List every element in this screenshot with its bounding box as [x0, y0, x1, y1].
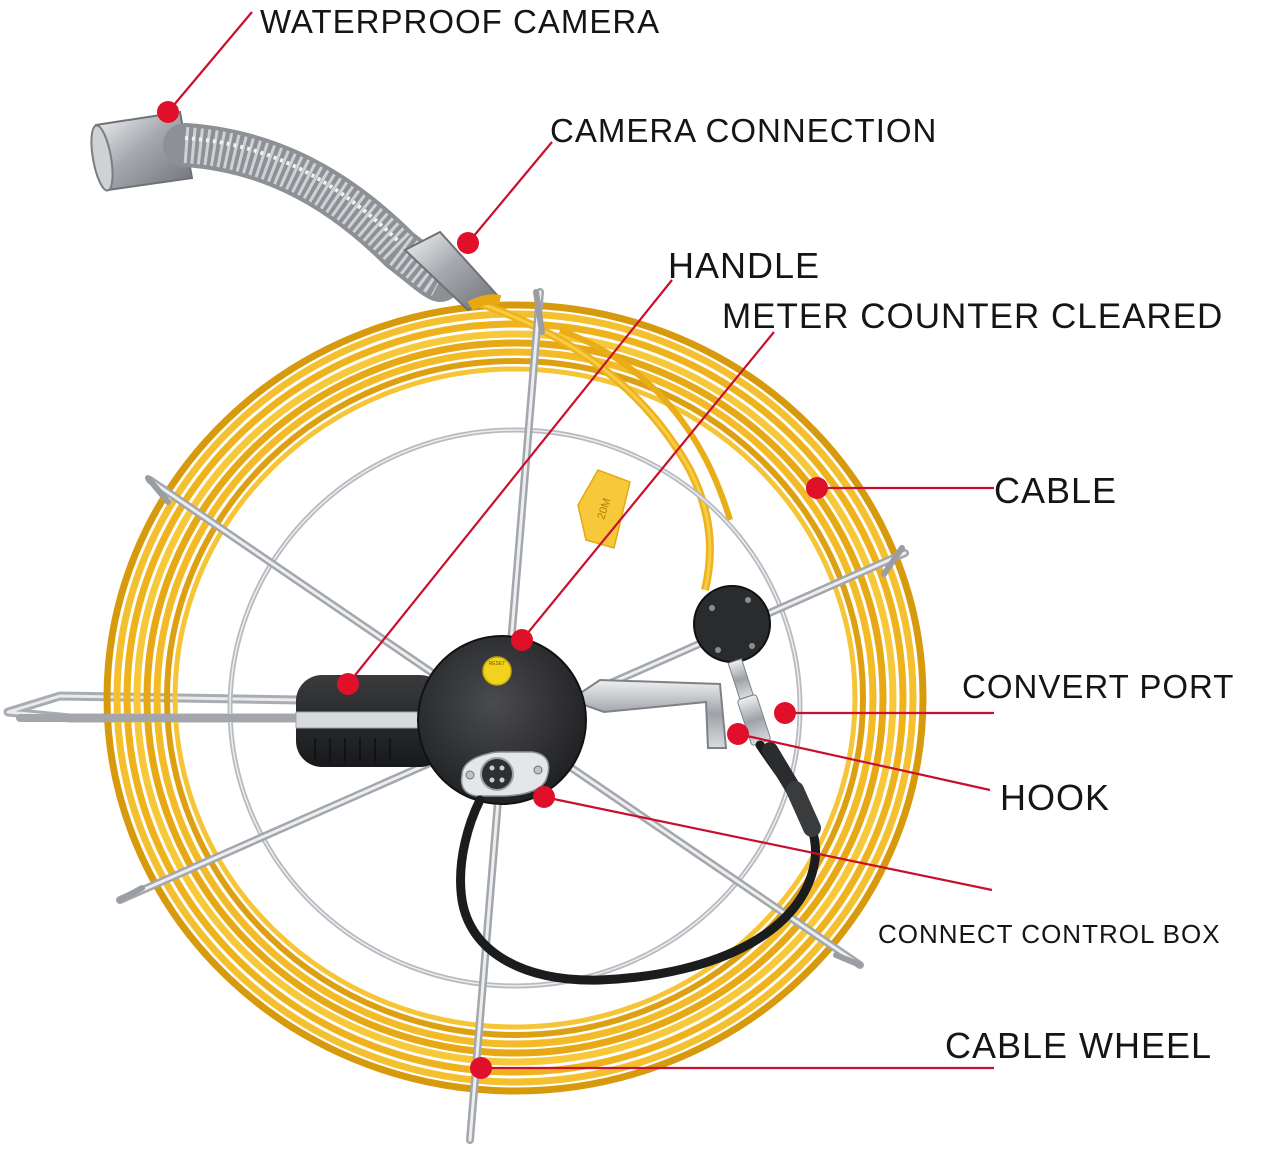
- callout-dot: [774, 702, 796, 724]
- callout-meter-counter-cleared: [511, 331, 775, 651]
- callout-camera-connection: [457, 141, 553, 254]
- callout-convert-port: [774, 702, 994, 724]
- label-cable: CABLE: [994, 470, 1117, 511]
- convert-port-box: [693, 585, 771, 746]
- callout-dot: [533, 786, 555, 808]
- callout-dot: [457, 232, 479, 254]
- label-connect-control-box: CONNECT CONTROL BOX: [878, 919, 1221, 949]
- svg-text:RESET: RESET: [489, 661, 506, 667]
- label-handle: HANDLE: [668, 245, 820, 286]
- callout-cable: [806, 477, 994, 499]
- callout-hook: [727, 723, 991, 792]
- callout-dot: [806, 477, 828, 499]
- control-box-socket[interactable]: [480, 757, 514, 791]
- center-hub: RESET: [417, 635, 587, 805]
- length-tag: 20M: [577, 469, 631, 549]
- callout-handle: [337, 279, 673, 695]
- reel-handle: [295, 675, 446, 767]
- label-cable-wheel: CABLE WHEEL: [945, 1025, 1212, 1066]
- callout-dot: [470, 1057, 492, 1079]
- label-meter-counter-cleared: METER COUNTER CLEARED: [722, 297, 1223, 336]
- label-hook: HOOK: [1000, 777, 1110, 818]
- label-waterproof-camera: WATERPROOF CAMERA: [260, 3, 660, 40]
- callout-dot: [511, 629, 533, 651]
- meter-reset-button[interactable]: [482, 656, 512, 686]
- hook-bracket: [567, 678, 728, 749]
- callout-cable-wheel: [470, 1057, 994, 1079]
- callout-dot: [337, 673, 359, 695]
- camera-spring: [163, 123, 462, 302]
- label-convert-port: CONVERT PORT: [962, 668, 1234, 705]
- label-camera-connection: CAMERA CONNECTION: [550, 112, 937, 149]
- camera-connector: [403, 230, 502, 312]
- callout-connect-control-box: [533, 786, 993, 892]
- callout-waterproof-camera: [157, 11, 253, 123]
- control-box-cable: [456, 740, 821, 985]
- callout-dot: [727, 723, 749, 745]
- callout-dot: [157, 101, 179, 123]
